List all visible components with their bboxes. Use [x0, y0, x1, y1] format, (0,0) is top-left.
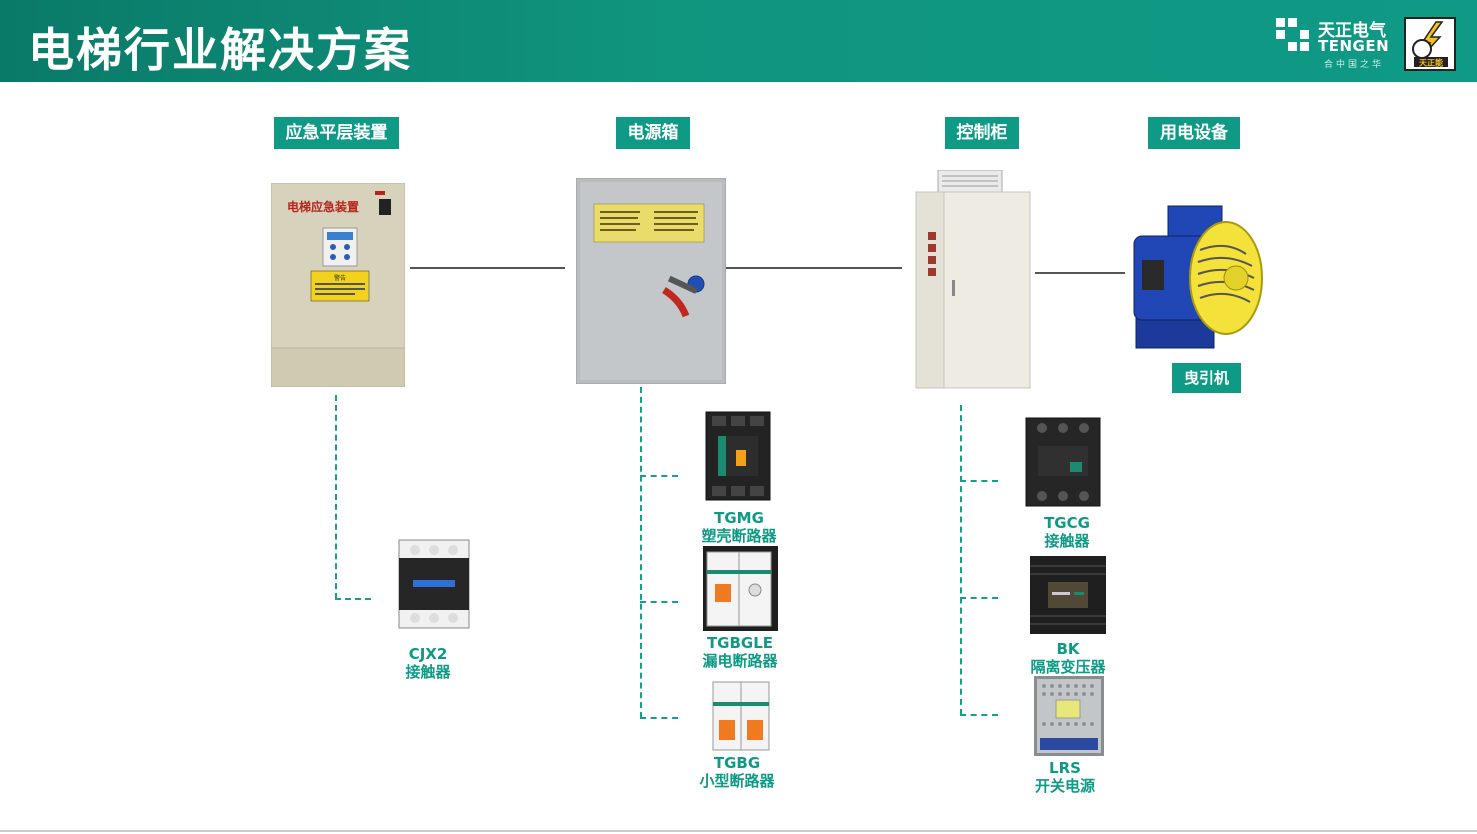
dashed-branch-line [335, 395, 337, 599]
product-caption-cjx2: CJX2 接触器 [358, 645, 498, 681]
product-caption-tgbg: TGBG 小型断路器 [667, 754, 807, 790]
product-caption-tgmg: TGMG 塑壳断路器 [669, 509, 809, 545]
product-name: 开关电源 [1034, 777, 1095, 795]
connector-line [410, 267, 565, 269]
connector-line [1035, 272, 1125, 274]
product-name: 接触器 [1044, 532, 1090, 550]
product-model: BK [1056, 640, 1080, 658]
tgmg-breaker-image [704, 410, 772, 502]
logo-mark-icon [1276, 18, 1310, 52]
label-power-box: 电源箱 [616, 117, 690, 149]
lrs-power-supply-image [1034, 676, 1104, 756]
product-model: TGBG [713, 754, 761, 772]
header-bar: 电梯行业解决方案 天正电气 TENGEN 合中国之华 天正能 [0, 0, 1477, 82]
control-cabinet-image [912, 169, 1032, 390]
logo-tagline: 合中国之华 [1324, 60, 1385, 70]
dashed-branch-line [640, 601, 678, 603]
dashed-branch-line [960, 597, 998, 599]
footer-divider [0, 830, 1477, 832]
label-electrical-equipment: 用电设备 [1148, 117, 1240, 149]
product-name: 隔离变压器 [1030, 658, 1106, 676]
label-control-cabinet: 控制柜 [945, 117, 1019, 149]
product-name: 漏电断路器 [702, 652, 778, 670]
dashed-branch-line [640, 475, 678, 477]
cjx2-contactor-image [395, 536, 473, 632]
page-title: 电梯行业解决方案 [28, 23, 412, 77]
product-model: TGCG [1044, 514, 1090, 532]
dashed-branch-line [640, 717, 678, 719]
badge-text: 天正能 [1419, 58, 1443, 68]
product-caption-tgcg: TGCG 接触器 [997, 514, 1137, 550]
label-traction-machine: 曳引机 [1172, 363, 1241, 393]
tgcg-contactor-image [1022, 414, 1104, 510]
product-name: 接触器 [405, 663, 451, 681]
warning-label: 警告 [334, 274, 346, 282]
product-caption-tgbgle: TGBGLE 漏电断路器 [670, 634, 810, 670]
product-model: TGBGLE [706, 634, 774, 652]
product-name: 塑壳断路器 [701, 527, 777, 545]
label-emergency-leveling: 应急平层装置 [274, 117, 399, 149]
logo-chinese-text: 天正电气 [1318, 21, 1386, 41]
emergency-panel-title: 电梯应急装置 [287, 199, 359, 214]
power-box-image [575, 177, 727, 385]
tengen-logo: 天正电气 TENGEN 合中国之华 [1276, 16, 1396, 72]
tgbgle-breaker-image [703, 546, 778, 631]
traction-machine-image [1128, 200, 1264, 352]
dashed-branch-line [960, 480, 998, 482]
product-model: TGMG [714, 509, 764, 527]
dashed-branch-line [960, 405, 962, 715]
bk-transformer-image [1026, 552, 1110, 638]
product-model: LRS [1049, 759, 1081, 777]
dashed-branch-line [335, 598, 371, 600]
tgbg-breaker-image [711, 680, 773, 752]
connector-line [726, 267, 902, 269]
emergency-device-image: 电梯应急装置 警告 [270, 182, 406, 388]
dashed-branch-line [960, 714, 998, 716]
tianzhengneng-badge-icon: 天正能 [1404, 17, 1456, 71]
product-model: CJX2 [408, 645, 448, 663]
product-caption-lrs: LRS 开关电源 [995, 759, 1135, 795]
product-name: 小型断路器 [699, 772, 775, 790]
logo-english-text: TENGEN [1318, 37, 1390, 55]
dashed-branch-line [640, 387, 642, 718]
product-caption-bk: BK 隔离变压器 [998, 640, 1138, 676]
